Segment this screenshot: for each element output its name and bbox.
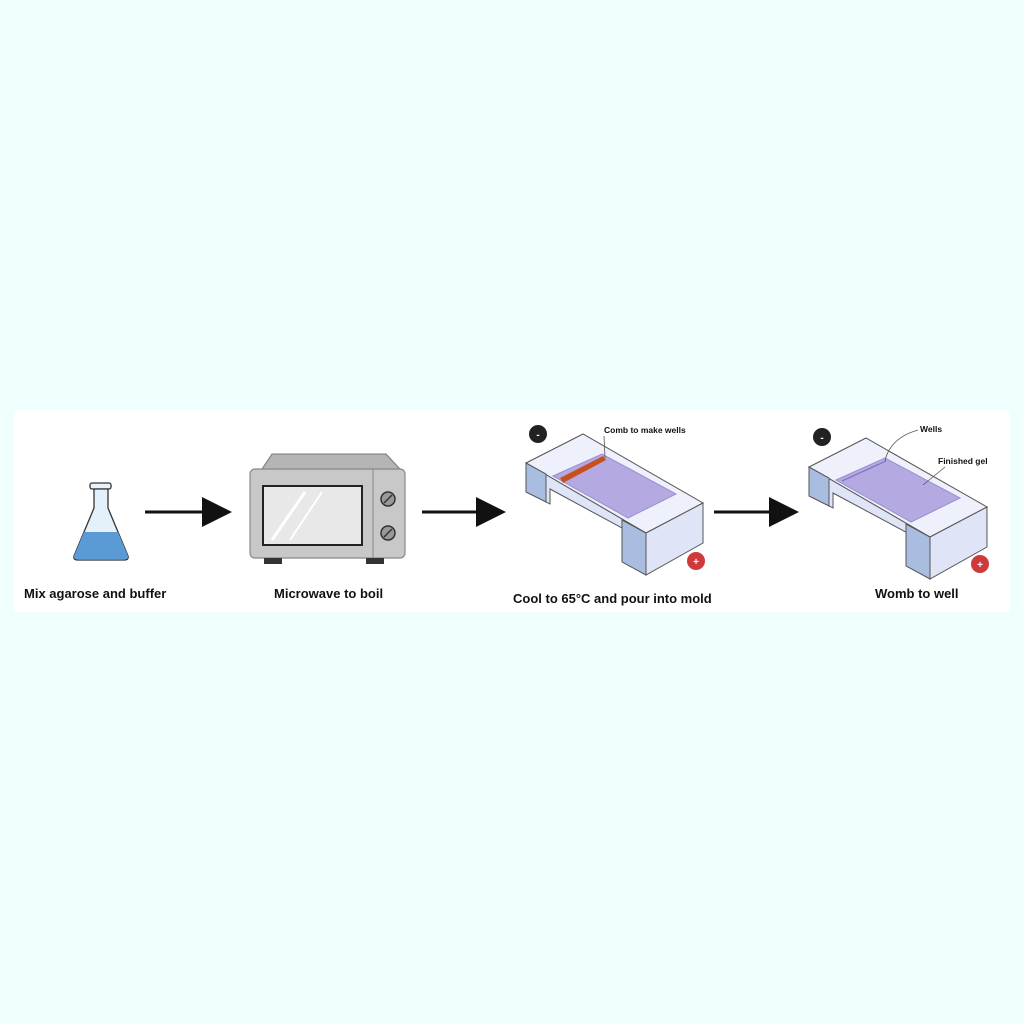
negative-sign: - xyxy=(820,433,823,444)
microwave-icon xyxy=(249,453,406,564)
negative-sign: - xyxy=(536,430,539,441)
flask-icon xyxy=(73,482,129,561)
finished-gel-tray-icon xyxy=(807,429,989,580)
positive-sign: + xyxy=(693,557,699,568)
finished-gel-annotation: Finished gel xyxy=(938,456,988,466)
comb-annotation: Comb to make wells xyxy=(604,425,686,435)
positive-electrode-icon xyxy=(971,555,989,573)
negative-electrode-icon xyxy=(529,425,547,443)
step-1-label: Mix agarose and buffer xyxy=(24,586,166,601)
wells-annotation: Wells xyxy=(920,424,942,434)
negative-electrode-icon xyxy=(813,428,831,446)
positive-sign: + xyxy=(977,560,983,571)
gel-tray-with-comb-icon xyxy=(524,433,705,576)
step-3-label: Cool to 65°C and pour into mold xyxy=(513,591,712,606)
step-2-label: Microwave to boil xyxy=(274,586,383,601)
step-4-label: Womb to well xyxy=(875,586,959,601)
positive-electrode-icon xyxy=(687,552,705,570)
